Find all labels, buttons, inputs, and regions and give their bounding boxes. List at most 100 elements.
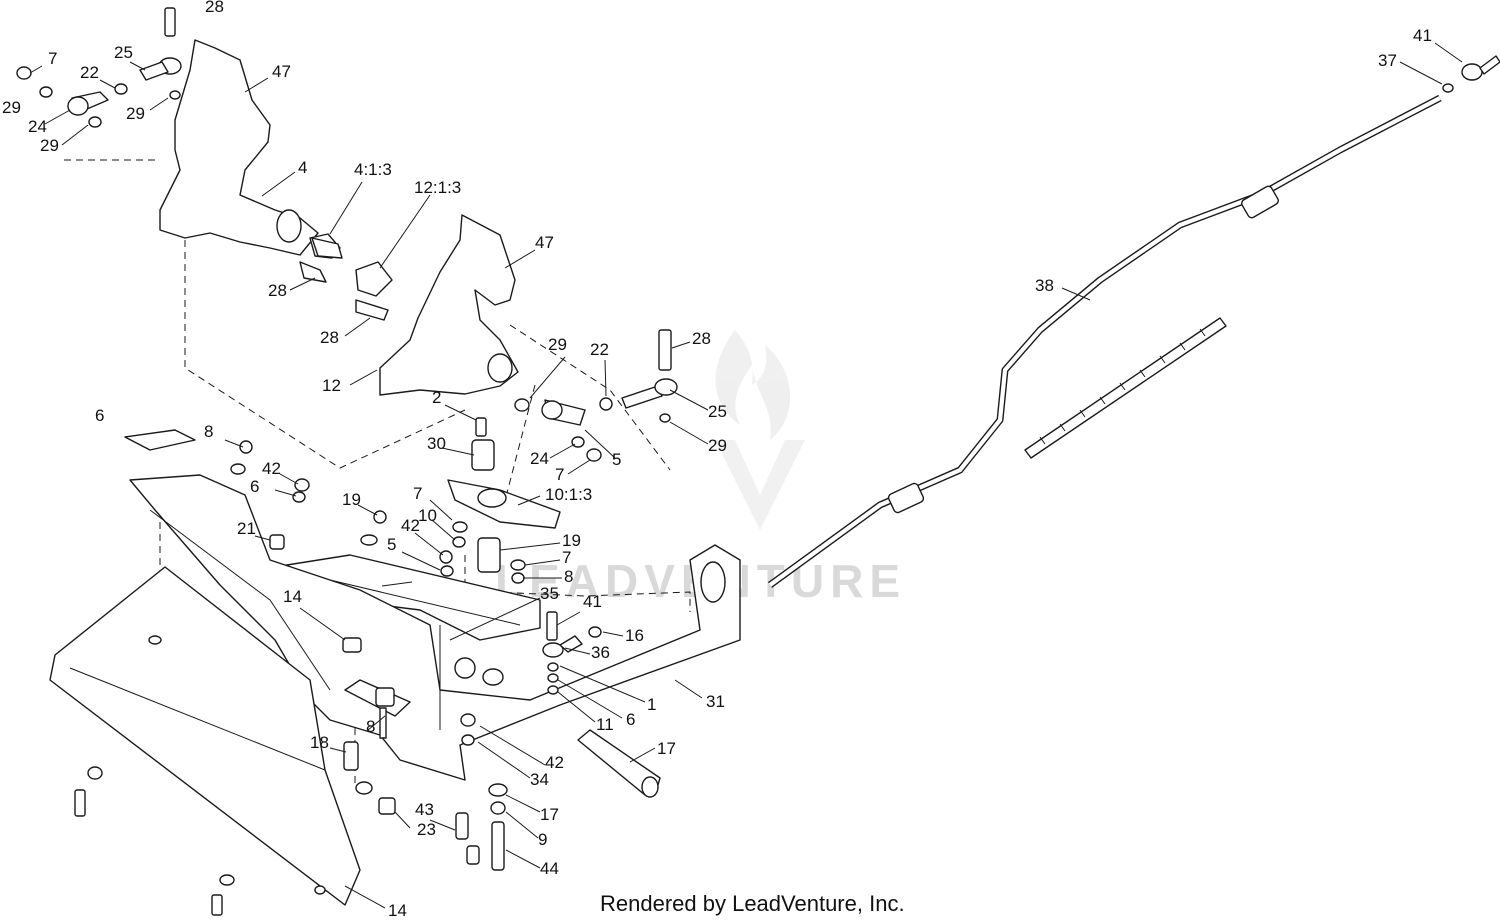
callout-leader — [414, 532, 444, 556]
callout-label: 22 — [80, 63, 99, 82]
callout-leader — [254, 535, 271, 541]
callout-leader — [244, 77, 269, 93]
callout-leader — [1399, 61, 1443, 85]
callout-label: 1 — [647, 695, 656, 714]
callout-leader — [477, 741, 531, 779]
callout-leader — [557, 679, 623, 719]
callout-label: 6 — [626, 710, 635, 729]
callout-label: 36 — [591, 643, 610, 662]
callout-leader — [429, 499, 453, 521]
callout-label: 6 — [250, 477, 259, 496]
callout-leader — [349, 369, 378, 386]
callout-label: 4 — [298, 158, 307, 177]
upper-hardware — [16, 7, 343, 283]
callout-leader — [289, 277, 316, 291]
callout-leader — [299, 607, 346, 641]
callout-leader — [401, 551, 441, 571]
callout-label: 21 — [237, 519, 256, 538]
callout-label: 30 — [427, 434, 446, 453]
callout-leader — [629, 747, 656, 763]
callout-leader — [584, 429, 616, 459]
callout-label: 19 — [562, 531, 581, 550]
callout-leader — [674, 679, 703, 699]
callout-leader — [61, 124, 89, 146]
pivot-pin — [577, 729, 661, 798]
callout-leader — [602, 631, 624, 637]
callout-leader — [505, 849, 541, 869]
callout-label: 7 — [555, 465, 564, 484]
callout-leader — [557, 691, 596, 723]
watermark-logo — [715, 330, 805, 530]
callout-leader — [441, 447, 475, 456]
callout-leader — [529, 356, 566, 399]
callout-leader — [1434, 42, 1463, 63]
callout-label: 12:1:3 — [414, 178, 461, 197]
callout-leader — [394, 811, 411, 829]
callout-label: 29 — [126, 104, 145, 123]
callout-label: 4:1:3 — [354, 160, 392, 179]
callout-label: 41 — [1413, 26, 1432, 45]
callout-label: 6 — [95, 406, 104, 425]
callout-label: 5 — [612, 450, 621, 469]
callout-leader — [29, 65, 43, 74]
callout-leader — [604, 359, 607, 397]
callout-leader — [344, 885, 386, 909]
callout-label: 28 — [692, 329, 711, 348]
callout-label: 7 — [413, 484, 422, 503]
callout-label: 19 — [342, 490, 361, 509]
callout-label: 7 — [48, 49, 57, 68]
callout-label: 29 — [2, 98, 21, 117]
lower-hardware — [74, 440, 508, 916]
callout-leader — [564, 647, 591, 655]
callout-label: 2 — [432, 388, 441, 407]
callout-leader — [431, 519, 456, 541]
callout-leader — [556, 611, 581, 626]
right-linkage — [514, 329, 678, 462]
callout-leader — [129, 61, 146, 71]
callout-label: 25 — [708, 402, 727, 421]
callout-leader — [671, 341, 691, 349]
spiral-wrap — [1024, 317, 1227, 459]
callout-label: 47 — [535, 233, 554, 252]
main-frame — [129, 474, 741, 781]
callout-label: 9 — [538, 830, 547, 849]
control-cable — [767, 55, 1500, 588]
callout-label: 16 — [625, 626, 644, 645]
callout-leader — [367, 715, 386, 731]
callout-label: 41 — [583, 592, 602, 611]
callout-label: 44 — [540, 859, 559, 878]
callout-leader — [524, 559, 561, 566]
callout-label: 28 — [320, 328, 339, 347]
callout-leader — [669, 389, 709, 411]
callout-label: 29 — [40, 136, 59, 155]
callout-label: 34 — [530, 770, 549, 789]
callout-leader — [444, 404, 477, 421]
pedal-bracket-upper — [159, 39, 341, 259]
callout-leader — [449, 597, 541, 641]
callout-label: 42 — [545, 753, 564, 772]
callout-leader — [279, 473, 299, 485]
callout-leader — [499, 542, 561, 551]
shield-plate — [49, 566, 361, 906]
callout-label: 31 — [706, 692, 725, 711]
callout-leader — [224, 439, 244, 448]
callout-leader — [504, 249, 536, 269]
callout-label: 24 — [28, 117, 47, 136]
callout-leader — [357, 504, 378, 516]
foot-pad — [124, 429, 196, 451]
callout-leader — [329, 747, 347, 753]
callout-leader — [549, 443, 576, 459]
callout-leader — [567, 459, 591, 475]
callout-label: 7 — [562, 548, 571, 567]
callout-label: 37 — [1378, 51, 1397, 70]
callout-label: 14 — [388, 901, 407, 920]
callout-label: 29 — [548, 335, 567, 354]
footer-credit: Rendered by LeadVenture, Inc. — [600, 891, 905, 916]
callout-leader — [344, 317, 371, 337]
callout-leader — [99, 79, 116, 89]
callout-label: 22 — [590, 340, 609, 359]
callout-label: 17 — [657, 739, 676, 758]
callout-leader — [505, 811, 539, 839]
callout-leader — [329, 181, 363, 235]
